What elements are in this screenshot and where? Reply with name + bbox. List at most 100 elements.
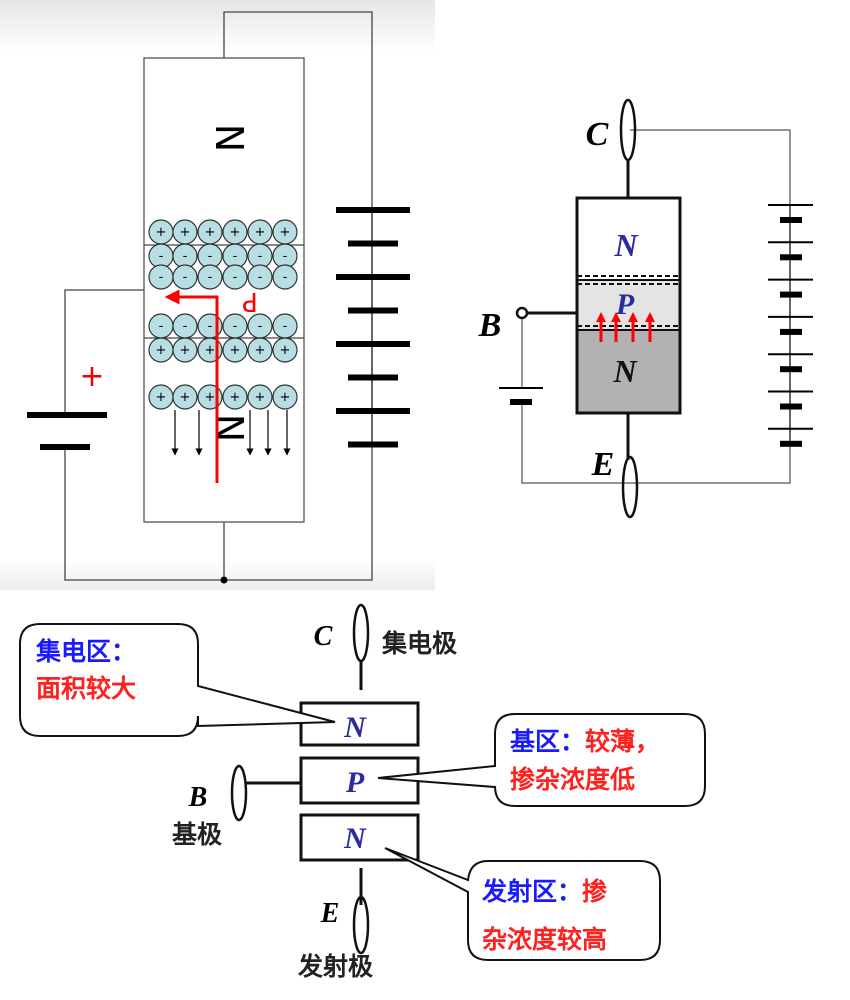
- positive-ion: [172, 337, 198, 363]
- positive-ion-sign: +: [230, 225, 241, 240]
- positive-ion-sign: +: [180, 390, 191, 405]
- negative-ion-sign: -: [283, 270, 288, 285]
- positive-ion-sign: +: [156, 390, 167, 405]
- emitter-name: 发射极: [297, 952, 373, 981]
- positive-ion-sign: +: [255, 390, 266, 405]
- positive-ion: [272, 384, 298, 410]
- base-region-letter: P: [345, 766, 365, 799]
- battery-short-plate: [348, 374, 398, 381]
- injection-arrow-head: [645, 312, 655, 322]
- positive-ion-sign: +: [230, 390, 241, 405]
- emitter-region-letter: N: [343, 822, 367, 855]
- negative-ion: [272, 264, 298, 290]
- base-label: B: [478, 307, 502, 344]
- electron-injection-arrows: [596, 312, 655, 342]
- positive-ion-sign: +: [180, 225, 191, 240]
- negative-ion-sign: -: [258, 270, 263, 285]
- base-region-label: P: [242, 286, 258, 316]
- base-terminal: [515, 306, 529, 320]
- emitter-callout: 发射区：掺 杂浓度较高: [384, 847, 661, 961]
- injection-arrow-head: [596, 312, 606, 322]
- emitter-terminal-3: [352, 895, 370, 955]
- positive-ion-sign: +: [280, 343, 291, 358]
- collector-name: 集电极: [381, 629, 457, 658]
- circuit-wires: [64, 11, 373, 581]
- battery-short-plate: [348, 307, 398, 314]
- base-callout-desc1: 较薄，: [585, 727, 660, 756]
- collector-label: C: [586, 116, 609, 153]
- negative-ion-sign: -: [208, 319, 213, 334]
- base-letter: B: [188, 782, 208, 813]
- positive-ion: [222, 337, 248, 363]
- negative-ion-sign: -: [208, 249, 213, 264]
- battery-short-plate: [780, 328, 802, 335]
- npn-circuit-diagram: C B E N P N: [478, 98, 813, 519]
- positive-ion-sign: +: [280, 390, 291, 405]
- emitter-letter: E: [320, 898, 340, 929]
- base-callout-desc2: 掺杂浓度低: [510, 765, 635, 794]
- negative-ion-sign: -: [183, 319, 188, 334]
- negative-ion-sign: -: [233, 319, 238, 334]
- base-terminal-3: [230, 764, 248, 822]
- negative-ion-sign: -: [233, 249, 238, 264]
- battery-short-plate: [780, 217, 802, 223]
- negative-ion-sign: -: [283, 319, 288, 334]
- collector-callout-desc: 面积较大: [36, 674, 136, 703]
- positive-ion-sign: +: [230, 343, 241, 358]
- negative-ion-sign: -: [159, 270, 164, 285]
- emitter-label: E: [591, 446, 615, 483]
- emitter-region-label: N: [207, 414, 251, 442]
- junction-lines: [577, 275, 680, 331]
- positive-ion-sign: +: [156, 225, 167, 240]
- positive-ion-sign: +: [156, 343, 167, 358]
- negative-ion-sign: -: [183, 270, 188, 285]
- base-battery-2: [499, 387, 543, 405]
- collector-callout: 集电区： 面积较大: [19, 623, 336, 737]
- negative-ion: [247, 264, 273, 290]
- battery-short-plate: [348, 240, 398, 247]
- negative-ion-sign: -: [159, 249, 164, 264]
- collector-region-label: N: [207, 124, 251, 152]
- battery-short-plate: [780, 403, 802, 410]
- negative-ion-sign: -: [159, 319, 164, 334]
- negative-ion-sign: -: [208, 270, 213, 285]
- positive-ion: [272, 337, 298, 363]
- positive-ion-sign: +: [205, 343, 216, 358]
- positive-ion: [247, 337, 273, 363]
- npn-structure-diagram: N P N C 集电极 B 基极 E 发射极 集电区： 面积较大 基区：较薄， …: [19, 603, 706, 981]
- collector-terminal: [619, 98, 637, 162]
- battery-long-plate: [336, 341, 410, 347]
- base-callout: 基区：较薄， 掺杂浓度低: [377, 713, 706, 807]
- battery-short-plate: [348, 441, 398, 448]
- junction-dot: [220, 576, 228, 584]
- positive-terminal-sign: +: [79, 359, 104, 394]
- negative-ion: [172, 264, 198, 290]
- collector-region-box: [299, 701, 420, 747]
- positive-ion: [247, 384, 273, 410]
- positive-ion-sign: +: [205, 225, 216, 240]
- carrier-flow-diagram: + N ++++++------------------++++++++++++…: [0, 0, 435, 590]
- emitter-callout-line1: 发射区：掺: [481, 877, 607, 906]
- base-name: 基极: [172, 820, 222, 849]
- negative-ion-sign: -: [183, 249, 188, 264]
- negative-ion: [197, 264, 223, 290]
- negative-ion-sign: -: [283, 249, 288, 264]
- battery-short-plate: [780, 291, 802, 298]
- emitter-callout-desc2: 杂浓度较高: [482, 925, 607, 954]
- base-battery: [27, 412, 107, 450]
- negative-ion-sign: -: [233, 270, 238, 285]
- emitter-callout-title: 发射区：: [481, 877, 582, 906]
- emitter-region-label-2: N: [612, 353, 638, 389]
- base-callout-title: 基区：: [510, 727, 585, 756]
- ion-grid: ++++++------------------++++++++++++: [148, 219, 298, 410]
- circuit-wires-2: [521, 129, 791, 484]
- battery-short-plate: [780, 254, 802, 261]
- injection-arrow-head: [611, 312, 621, 322]
- negative-ion: [222, 264, 248, 290]
- current-path-arrow: [164, 289, 219, 483]
- emitter-region: [577, 330, 680, 413]
- collector-callout-title: 集电区：: [35, 637, 136, 666]
- collector-region-label-2: N: [613, 227, 639, 263]
- positive-ion-sign: +: [205, 390, 216, 405]
